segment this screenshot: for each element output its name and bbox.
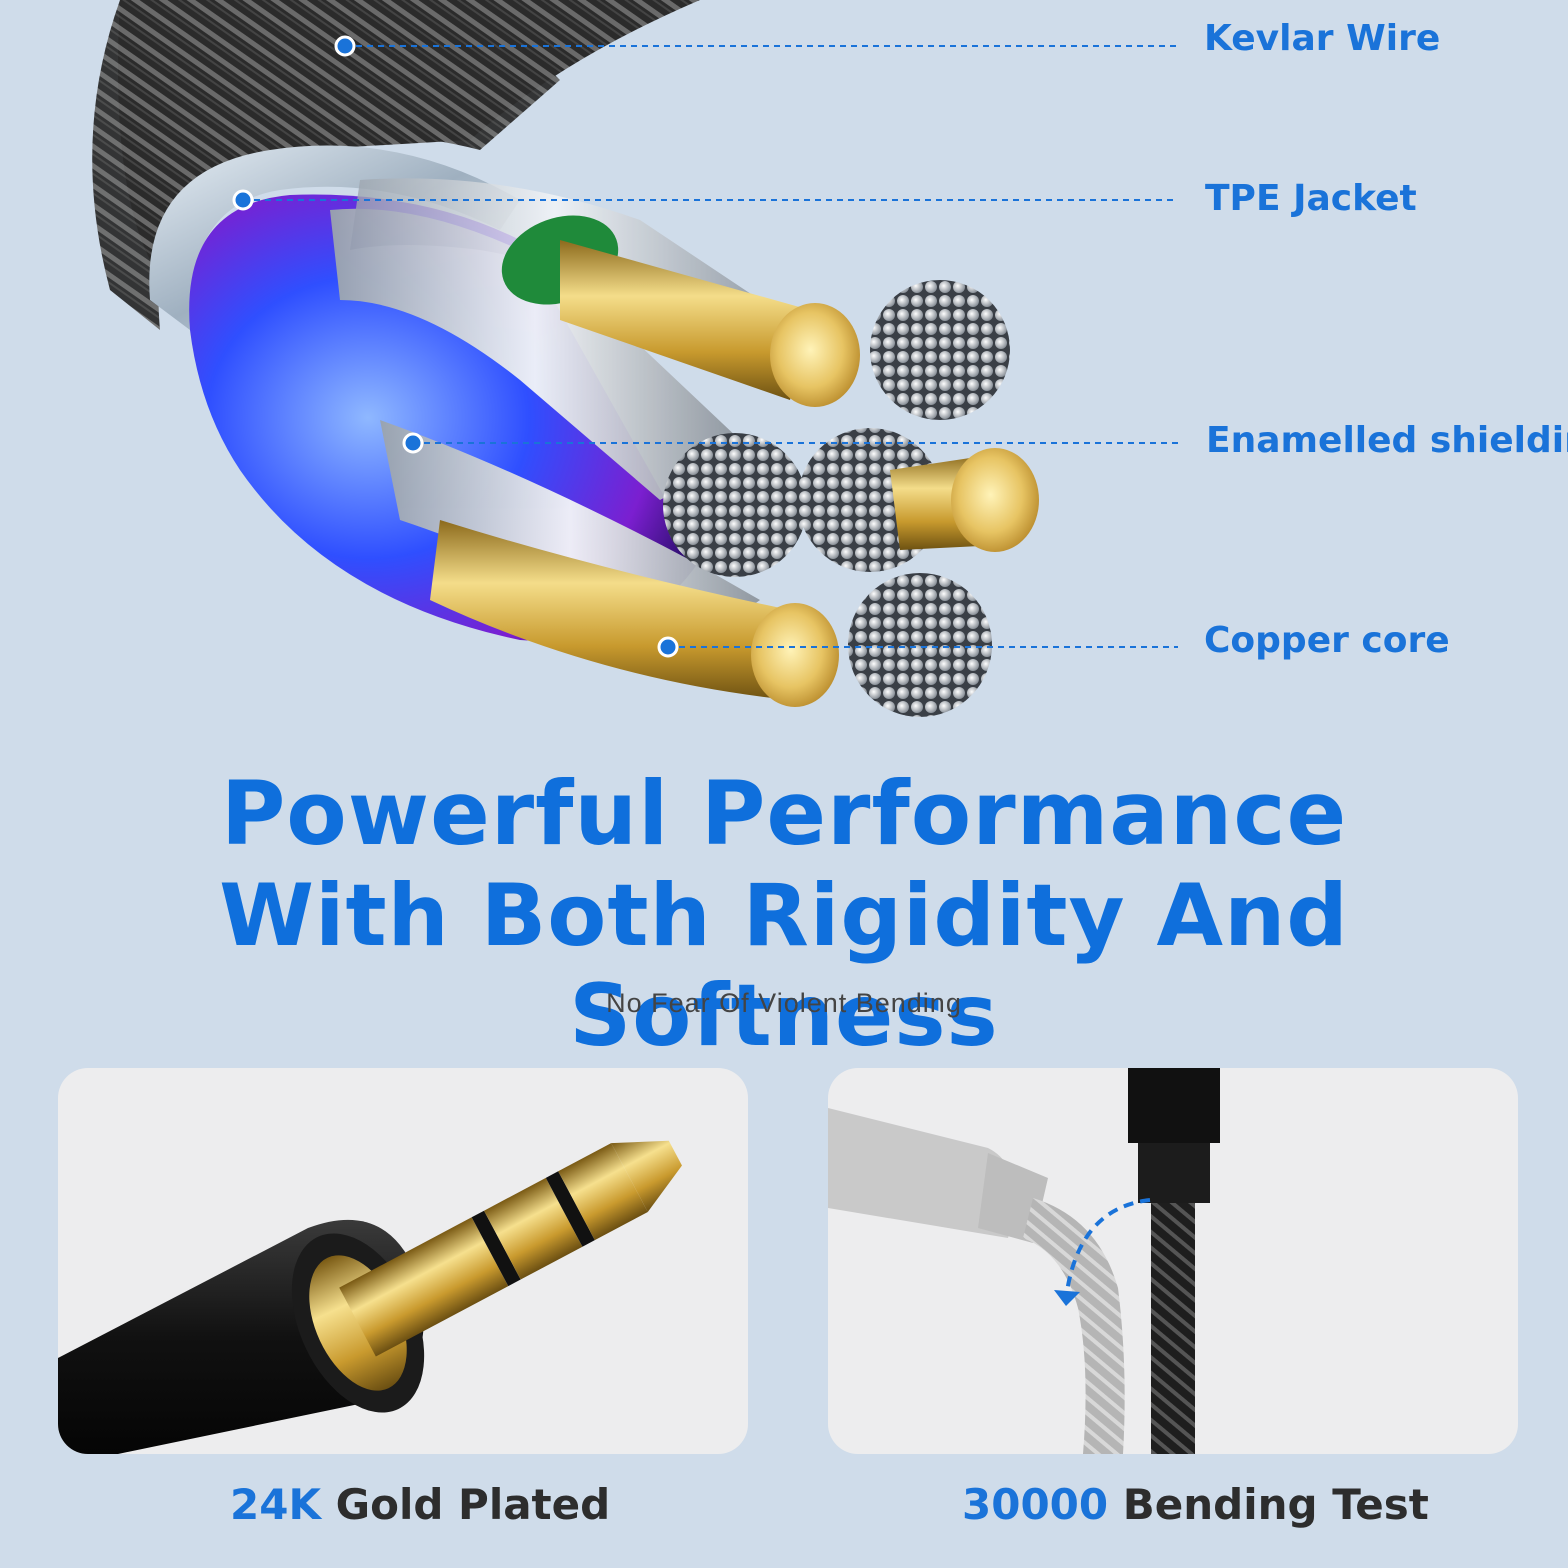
headline-line-2: With Both Rigidity And Softness — [219, 866, 1349, 1066]
gold-conductor-top — [770, 303, 860, 407]
audio-jack-image — [58, 1140, 682, 1454]
bending-test-panel — [828, 1068, 1518, 1454]
headline-line-1: Powerful Performance — [220, 762, 1348, 865]
headline-subtitle: No Fear Of Violent Bending — [606, 988, 962, 1018]
gold-plated-jack-panel — [58, 1068, 748, 1454]
cable-illustration-svg — [92, 0, 1178, 717]
gold-conductor-bottom — [751, 603, 839, 707]
callout-copper-core: Copper core — [1204, 620, 1450, 661]
bending-cable-image — [828, 1068, 1220, 1454]
callout-dot-tpe — [232, 189, 254, 211]
strand-bundle-1 — [870, 280, 1010, 420]
callout-tpe-jacket: TPE Jacket — [1205, 178, 1417, 219]
gold-conductor-mid — [951, 448, 1039, 552]
callout-kevlar-wire: Kevlar Wire — [1204, 18, 1441, 59]
strand-bundle-4 — [848, 573, 992, 717]
cable-cross-section-illustration — [0, 0, 1568, 760]
callout-dot-shielding — [402, 432, 424, 454]
caption-gold-text: Gold Plated — [335, 1480, 611, 1529]
strand-bundle-2 — [663, 433, 807, 577]
caption-bending-text: Bending Test — [1122, 1480, 1429, 1529]
caption-bending-highlight: 30000 — [962, 1480, 1109, 1529]
caption-bending-test: 30000 Bending Test — [962, 1480, 1429, 1529]
callout-enamelled-shielding: Enamelled shielding — [1206, 420, 1568, 461]
callout-dot-kevlar — [334, 35, 356, 57]
caption-gold-plated: 24K Gold Plated — [230, 1480, 610, 1529]
caption-gold-highlight: 24K — [230, 1480, 321, 1529]
callout-dot-copper — [657, 636, 679, 658]
